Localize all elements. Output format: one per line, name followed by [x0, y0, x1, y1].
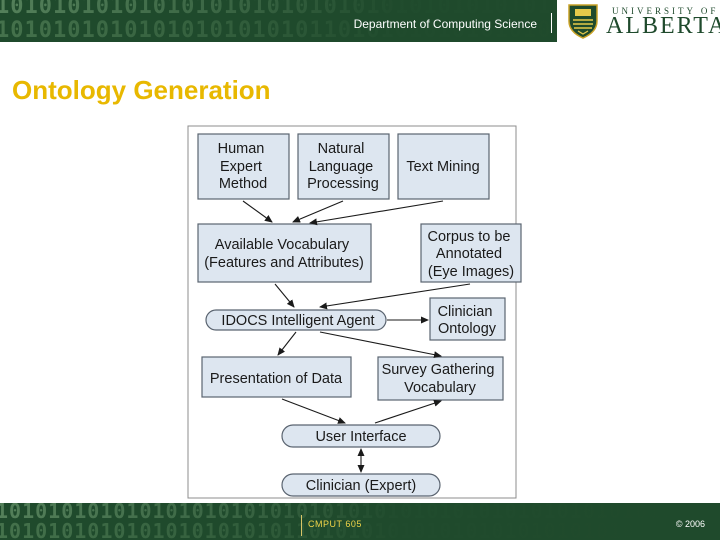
node-label: Human [218, 141, 265, 157]
arrow [319, 331, 442, 359]
arrow [374, 399, 442, 424]
node-label: User Interface [315, 429, 406, 445]
svg-text:Human Expert Method: Human Expert Method [218, 141, 269, 192]
arrow [242, 200, 273, 223]
svg-text:IDOCS Intelligent Agent: IDOCS Intelligent Agent [221, 313, 374, 329]
arrow [274, 283, 295, 308]
node-label: Corpus to be [427, 229, 510, 245]
node-label: Method [219, 176, 267, 192]
svg-text:User Interface: User Interface [315, 429, 406, 445]
node-label: (Eye Images) [428, 264, 514, 280]
node-label: Language [309, 159, 374, 175]
node-label: Vocabulary [404, 380, 476, 396]
footer-divider [301, 515, 302, 536]
corpus-box [420, 223, 522, 283]
clinician-ontology-box [429, 297, 506, 341]
node-label: Clinician [438, 304, 493, 320]
clinician-expert-node [281, 473, 441, 497]
department-name: Department of Computing Science [353, 17, 537, 31]
node-label: IDOCS Intelligent Agent [221, 313, 374, 329]
survey-box [377, 356, 504, 401]
node-label: Text Mining [406, 159, 479, 175]
svg-text:Presentation of Data: Presentation of Data [210, 371, 343, 387]
node-label: Ontology [438, 321, 497, 337]
svg-text:Corpus to be Annotated: Corpus to be Annotated (Eye Images) [427, 229, 514, 280]
node-label: Annotated [436, 246, 502, 262]
slide-title: Ontology Generation [12, 75, 271, 105]
header-divider [551, 13, 552, 33]
node-label: Available Vocabulary [215, 237, 350, 253]
node-label: Clinician (Expert) [306, 478, 416, 494]
node-label: Natural [318, 141, 365, 157]
arrow [281, 398, 346, 424]
svg-text:Available Vocabulary (Feat: Available Vocabulary (Features and Attri… [204, 237, 364, 271]
svg-text:Clinician (Expert): Clinician (Expert) [306, 478, 416, 494]
node-label: (Features and Attributes) [204, 255, 364, 271]
alberta-wordmark: ALBERTA [606, 13, 720, 39]
header-band: 1010101010101010101010101010101010101010… [0, 0, 720, 42]
svg-text:Text Mining: Text Mining [406, 159, 479, 175]
copyright-notice: © 2006 [675, 519, 705, 529]
university-of-label: UNIVERSITY OF [612, 6, 719, 16]
node-label: Expert [220, 159, 262, 175]
nlp-box [297, 133, 390, 200]
crest-icon [568, 4, 598, 39]
node-label: Presentation of Data [210, 371, 343, 387]
node-label: Survey Gathering [382, 362, 495, 378]
footer-band: 1010101010101010101010101010101010101010… [0, 503, 720, 540]
arrow [277, 331, 297, 356]
university-logo: UNIVERSITY OF ALBERTA [557, 0, 720, 42]
course-code: CMPUT 605 [308, 519, 362, 529]
svg-text:Survey Gathering Vocabular: Survey Gathering Vocabulary [382, 362, 499, 396]
svg-text:Natural Language Proce: Natural Language Processing [307, 141, 379, 192]
arrow [319, 283, 471, 310]
user-interface-node [281, 424, 441, 448]
arrow [292, 200, 344, 223]
presentation-box [201, 356, 352, 398]
text-mining-box [397, 133, 490, 200]
svg-text:Clinician Ontology: Clinician Ontology [438, 304, 497, 337]
idocs-agent-node [205, 309, 387, 331]
node-label: Processing [307, 176, 379, 192]
human-expert-box [197, 133, 290, 200]
arrow [309, 200, 444, 226]
vocabulary-box [197, 223, 372, 283]
